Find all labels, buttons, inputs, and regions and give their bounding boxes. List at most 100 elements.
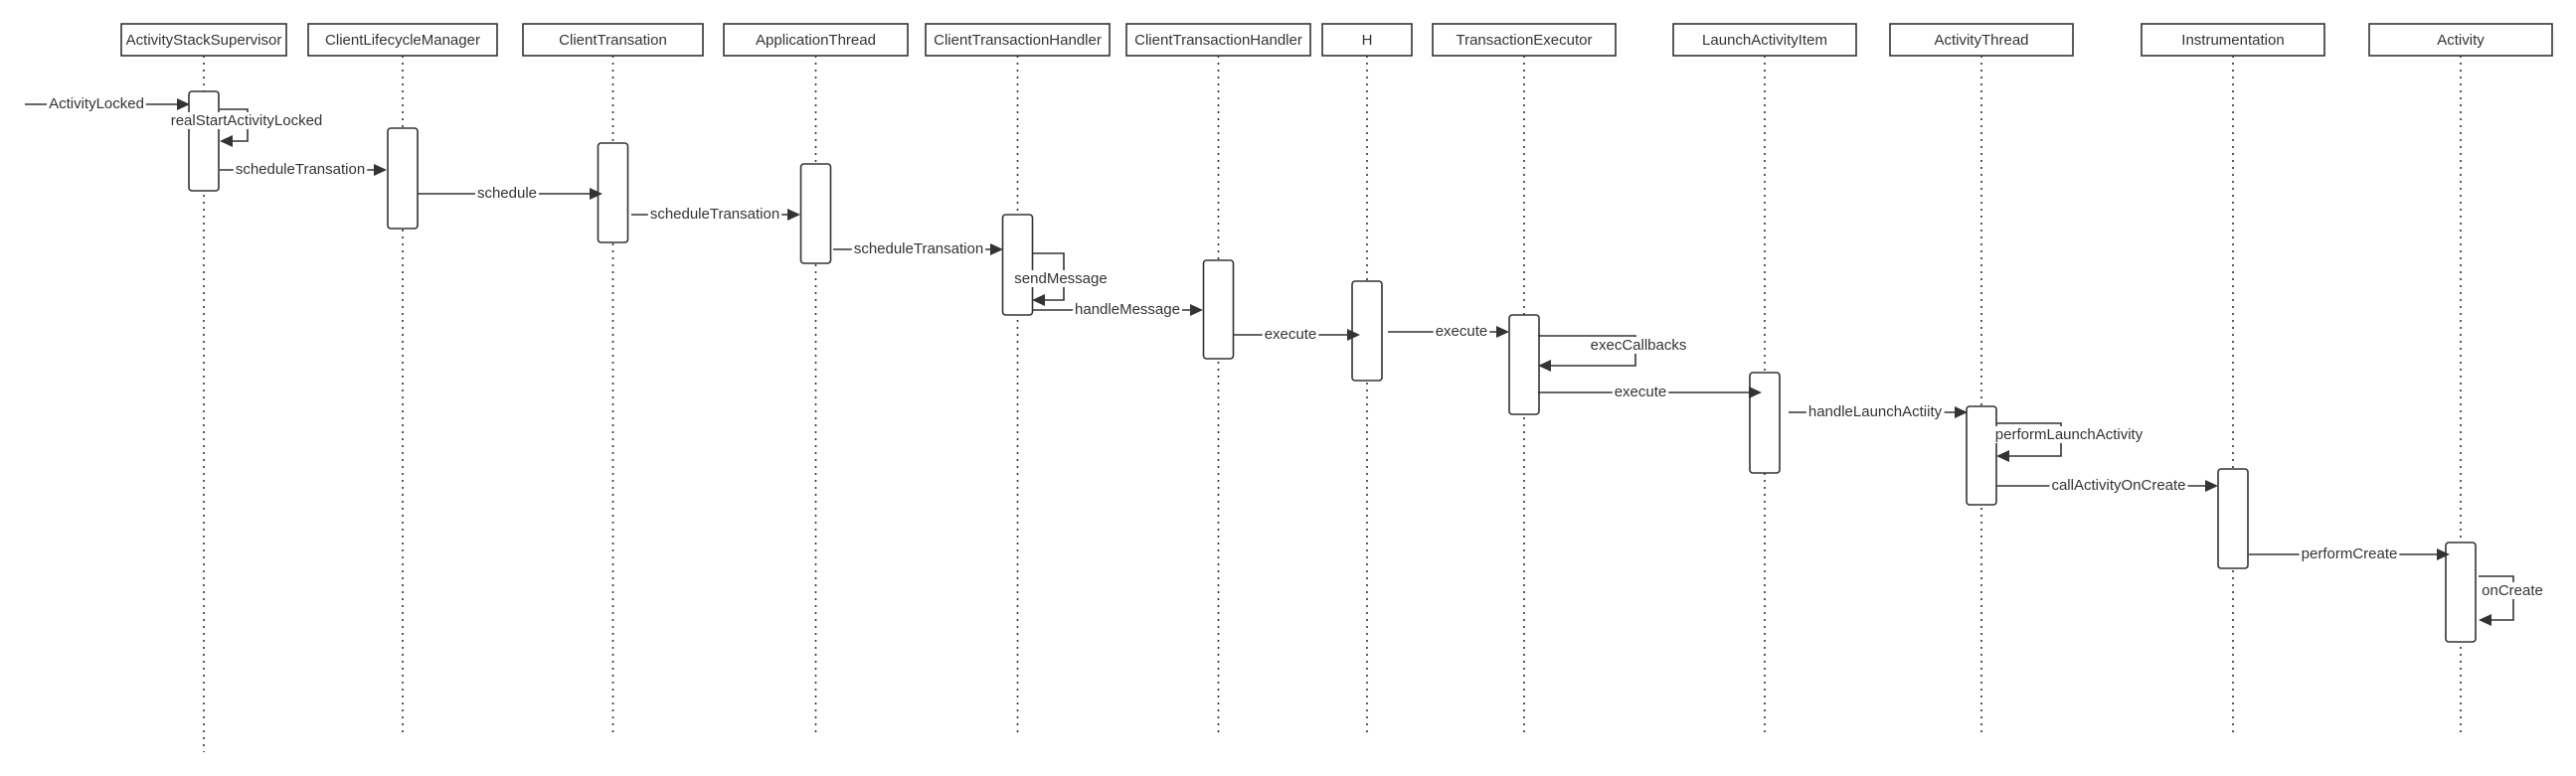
lifelines: [203, 56, 2462, 752]
message-m3: schedule: [418, 184, 602, 202]
message-label-background: [1992, 425, 2146, 443]
message-m9: execute: [1388, 322, 1509, 340]
participant-p10: Instrumentation: [2141, 23, 2325, 57]
participant-label: Instrumentation: [2181, 32, 2284, 49]
participant-p4: ClientTransactionHandler: [925, 23, 1111, 57]
participant-box: [723, 23, 909, 57]
message-label-background: [1612, 383, 1669, 400]
message-m4: scheduleTransation: [631, 205, 800, 223]
message-m10: execCallbacks: [1538, 335, 1689, 372]
activation-bar-1: [387, 127, 419, 230]
message-label-background: [1588, 336, 1689, 354]
arrowhead: [220, 135, 233, 147]
participant-box: [1432, 23, 1617, 57]
message-m0: ActivityLocked: [25, 94, 190, 112]
message-label: schedule: [477, 185, 537, 202]
message-m1: realStartActivityLocked: [168, 108, 325, 147]
participant-label: ClientTransation: [559, 32, 667, 49]
message-m14: callActivityOnCreate: [1996, 476, 2218, 494]
message-label-background: [1012, 269, 1110, 287]
message-label-background: [647, 205, 782, 223]
message-m2: scheduleTransation: [220, 160, 387, 178]
message-label: performCreate: [2302, 545, 2398, 562]
activation-bar-9: [1966, 405, 1997, 506]
message-label: execute: [1265, 326, 1317, 343]
participants: ActivityStackSupervisor ClientLifecycleMa…: [120, 23, 2553, 57]
message-label-background: [168, 111, 325, 129]
message-m12: handleLaunchActiity: [1789, 402, 1968, 420]
message-label-background: [1262, 325, 1319, 343]
arrowhead: [990, 243, 1003, 255]
participant-box: [1889, 23, 2074, 57]
message-label-background: [851, 239, 986, 257]
message-label-background: [1073, 300, 1182, 318]
message-label-background: [47, 94, 146, 112]
participant-label: TransactionExecutor: [1456, 32, 1592, 49]
participant-label: ClientTransactionHandler: [934, 32, 1102, 49]
participant-label: ClientLifecycleManager: [325, 32, 480, 49]
participant-p8: LaunchActivityItem: [1672, 23, 1857, 57]
participant-p6: H: [1321, 23, 1413, 57]
message-label: scheduleTransation: [650, 206, 779, 223]
participant-box: [522, 23, 704, 57]
message-label: onCreate: [2482, 582, 2543, 599]
participant-box: [307, 23, 498, 57]
participant-label: LaunchActivityItem: [1702, 32, 1827, 49]
arrowhead: [1190, 304, 1203, 316]
message-label: handleLaunchActiity: [1808, 403, 1943, 420]
participant-p1: ClientLifecycleManager: [307, 23, 498, 57]
arrowhead: [1347, 329, 1360, 341]
participant-label: ClientTransactionHandler: [1134, 32, 1302, 49]
arrowhead: [590, 188, 602, 200]
arrowhead: [1996, 450, 2009, 462]
messages: ActivityLocked realStartActivityLocked sch…: [25, 94, 2545, 626]
arrowhead: [1955, 406, 1968, 418]
activation-bar-6: [1351, 280, 1383, 382]
participant-label: Activity: [2437, 32, 2485, 49]
message-label-background: [1433, 322, 1490, 340]
activation-bar-10: [2217, 468, 2249, 569]
message-label: handleMessage: [1075, 301, 1180, 318]
message-m13: performLaunchActivity: [1992, 422, 2146, 462]
arrowhead: [1496, 326, 1509, 338]
participant-box: [925, 23, 1111, 57]
message-m16: onCreate: [2479, 575, 2545, 626]
participant-box: [1125, 23, 1311, 57]
message-m15: performCreate: [2249, 544, 2450, 562]
participant-p3: ApplicationThread: [723, 23, 909, 57]
arrowhead: [2205, 480, 2218, 492]
activation-bar-2: [597, 142, 629, 243]
message-m5: scheduleTransation: [833, 239, 1003, 257]
message-label-background: [233, 160, 368, 178]
message-m11: execute: [1538, 383, 1762, 400]
message-label: execCallbacks: [1591, 337, 1687, 354]
activation-bars: [188, 90, 2477, 643]
arrowhead: [374, 164, 387, 176]
arrowhead: [2437, 548, 2450, 560]
activation-bar-3: [799, 163, 832, 264]
participant-p11: Activity: [2368, 23, 2553, 57]
activation-bar-0: [188, 90, 220, 192]
arrowhead: [787, 209, 800, 221]
message-label: performLaunchActivity: [1995, 426, 2144, 443]
participant-box: [2368, 23, 2553, 57]
message-label-background: [474, 184, 540, 202]
participant-p5: ClientTransactionHandler: [1125, 23, 1311, 57]
participant-p2: ClientTransation: [522, 23, 704, 57]
arrowhead: [1032, 294, 1045, 306]
arrowhead: [2479, 614, 2491, 626]
message-m6: sendMessage: [1012, 252, 1110, 306]
participant-p0: ActivityStackSupervisor: [120, 23, 287, 57]
message-label-background: [1805, 402, 1945, 420]
participant-box: [120, 23, 287, 57]
arrowhead: [1538, 360, 1551, 372]
message-label-background: [2480, 581, 2545, 599]
message-m8: execute: [1234, 325, 1360, 343]
activation-bar-8: [1749, 372, 1781, 474]
arrowhead: [177, 98, 190, 110]
activation-bar-4: [1001, 214, 1034, 316]
participant-label: ApplicationThread: [756, 32, 876, 49]
participant-label: ActivityStackSupervisor: [126, 32, 282, 49]
message-label: ActivityLocked: [49, 95, 144, 112]
